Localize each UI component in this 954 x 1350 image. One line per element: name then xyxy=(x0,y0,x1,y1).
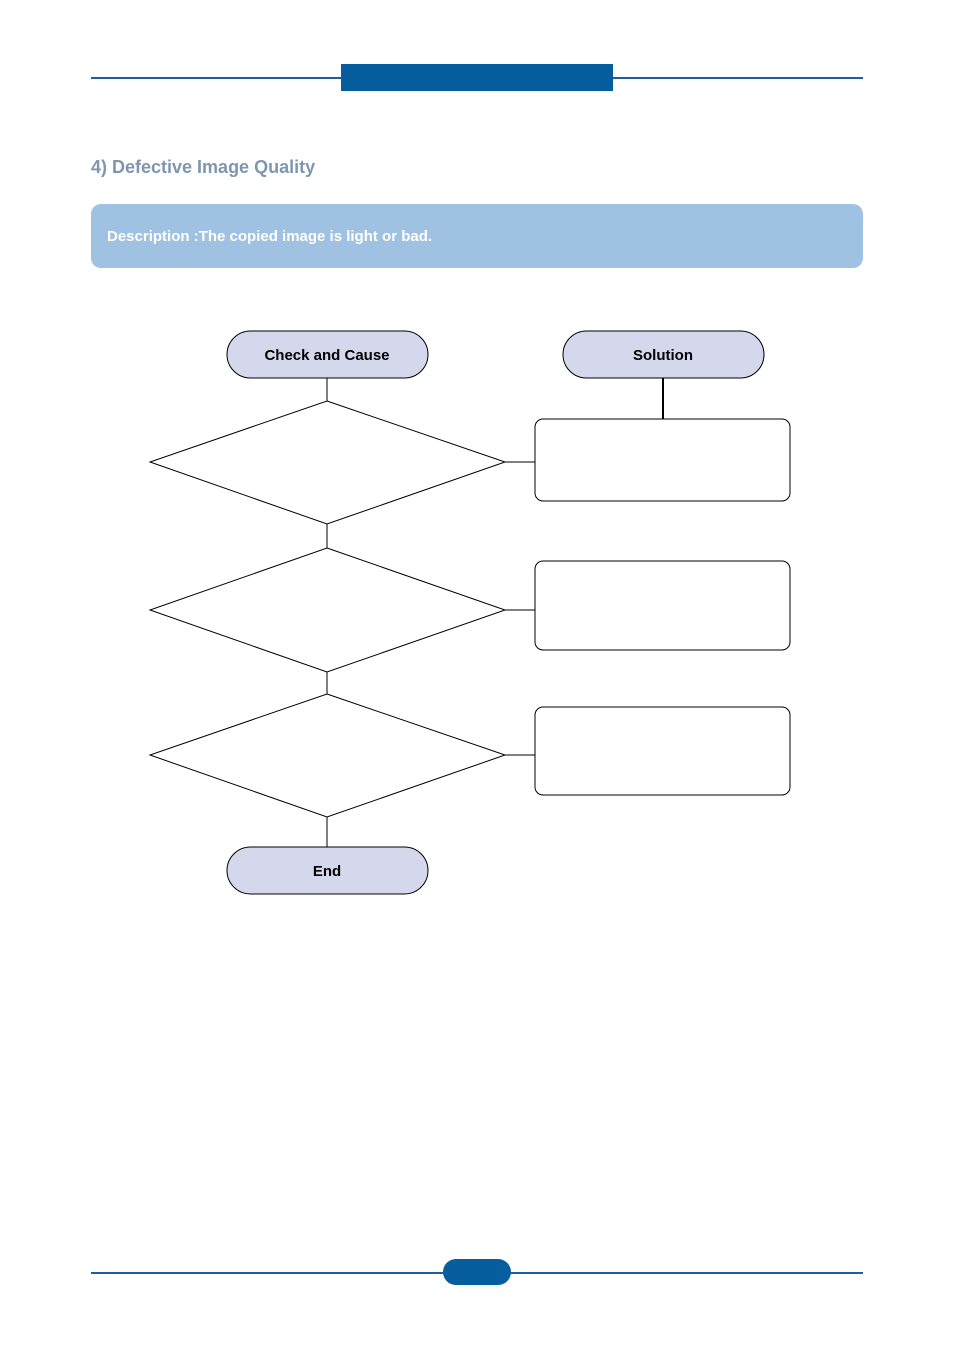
description-text: The copied image is light or bad. xyxy=(198,227,433,245)
solution-label: Solution xyxy=(633,347,693,364)
page-number-badge xyxy=(443,1259,511,1285)
description-label: Description : xyxy=(107,227,199,245)
solution-box-3 xyxy=(534,706,791,796)
solution-box-1 xyxy=(534,418,791,502)
check-diamond-2 xyxy=(148,547,507,673)
check-diamond-3 xyxy=(148,693,507,818)
solution-terminal: Solution xyxy=(562,330,765,379)
check-and-cause-label: Check and Cause xyxy=(264,347,389,364)
check-and-cause-terminal: Check and Cause xyxy=(226,330,429,379)
solution-box-2 xyxy=(534,560,791,651)
header-rule-right xyxy=(613,77,863,79)
header-tab xyxy=(341,64,613,91)
description-bar: Description : The copied image is light … xyxy=(91,204,863,268)
header-rule-left xyxy=(91,77,341,79)
section-title: 4) Defective Image Quality xyxy=(91,157,316,177)
check-diamond-1 xyxy=(148,400,507,525)
end-label: End xyxy=(313,863,341,880)
end-terminal: End xyxy=(226,846,429,895)
